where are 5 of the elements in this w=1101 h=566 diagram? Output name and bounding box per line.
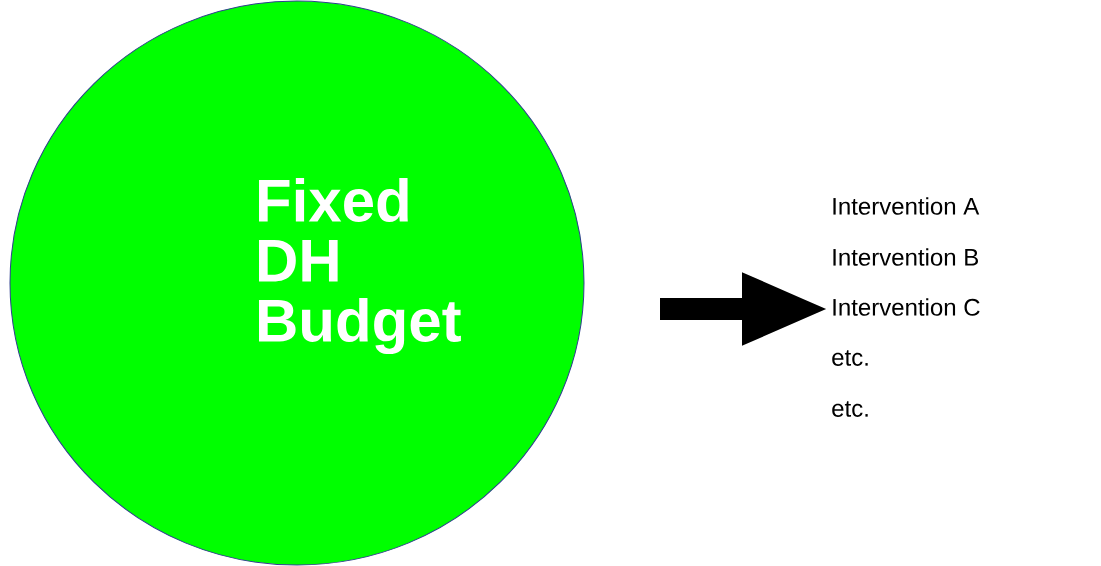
list-item: Intervention A xyxy=(833,197,980,215)
list-item: Intervention C xyxy=(833,298,980,316)
list-item: etc. xyxy=(832,401,868,417)
list-item: etc. xyxy=(832,350,868,366)
list-item: Intervention B xyxy=(833,248,978,266)
